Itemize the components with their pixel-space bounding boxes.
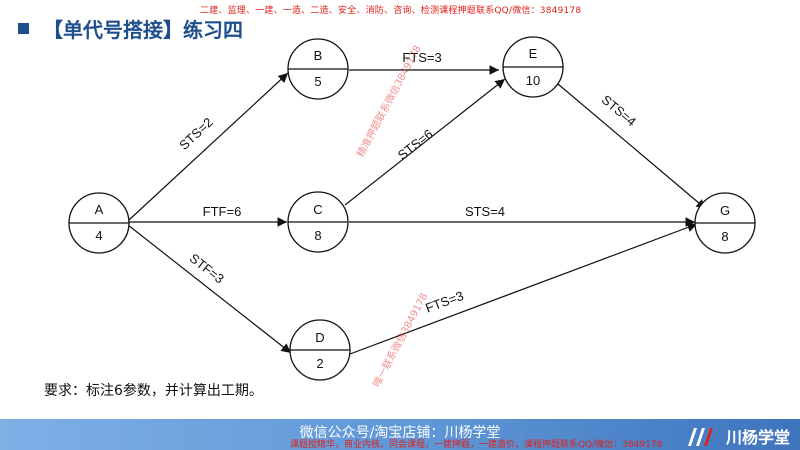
title-bar: 【单代号搭接】练习四	[18, 14, 243, 43]
brand-name: 川杨学堂	[725, 428, 790, 447]
edge-label-c-g: STS=4	[465, 204, 505, 219]
node-c-duration: 8	[314, 228, 321, 243]
edge-e-g	[557, 83, 707, 210]
contact-banner: 二建、监理、一建、一造、二造、安全、消防、咨询、检测课程押题联系QQ/微信：38…	[200, 6, 582, 16]
edge-label-b-e: FTS=3	[402, 50, 441, 65]
node-b-duration: 5	[314, 74, 321, 89]
edge-d-g	[349, 222, 698, 355]
node-e-name: E	[529, 46, 538, 61]
node-c-name: C	[313, 202, 322, 217]
edge-label-a-d: STF=3	[187, 250, 227, 286]
footer-bar: 微信公众号/淘宝店铺：川杨学堂 课题授精华，商业内核，同会课程，一建押题，一建造…	[0, 419, 800, 450]
edge-label-a-b: STS=2	[176, 115, 216, 153]
node-d-name: D	[315, 330, 324, 345]
brand-logo-icon	[687, 428, 713, 446]
node-d: D 2	[289, 319, 351, 381]
page-title: 【单代号搭接】练习四	[43, 18, 243, 42]
edge-c-e	[344, 78, 506, 206]
title-bullet-icon	[18, 23, 29, 34]
node-a-name: A	[95, 202, 104, 217]
node-g-name: G	[720, 203, 730, 218]
requirement-text: 要求：标注6参数，并计算出工期。	[44, 383, 263, 399]
node-e: E 10	[502, 36, 564, 98]
node-a-duration: 4	[95, 228, 102, 243]
edge-a-b	[128, 72, 289, 221]
node-a: A 4	[68, 192, 130, 254]
edge-label-d-g: FTS=3	[423, 288, 465, 316]
node-g-duration: 8	[721, 229, 728, 244]
brand: 川杨学堂	[684, 424, 790, 448]
node-e-duration: 10	[526, 73, 540, 88]
node-d-duration: 2	[316, 356, 323, 371]
footer-contact: 课题授精华，商业内核，同会课程，一建押题，一建造价，课程押题联系QQ/微信：38…	[290, 440, 663, 450]
edge-label-a-c: FTF=6	[203, 204, 242, 219]
node-b: B 5	[287, 38, 349, 100]
node-b-name: B	[314, 48, 323, 63]
node-c: C 8	[287, 191, 349, 253]
edge-a-d	[127, 224, 292, 354]
footer-text: 微信公众号/淘宝店铺：川杨学堂	[299, 425, 501, 441]
edge-label-c-e: STS=6	[395, 126, 436, 163]
node-g: G 8	[694, 192, 756, 254]
